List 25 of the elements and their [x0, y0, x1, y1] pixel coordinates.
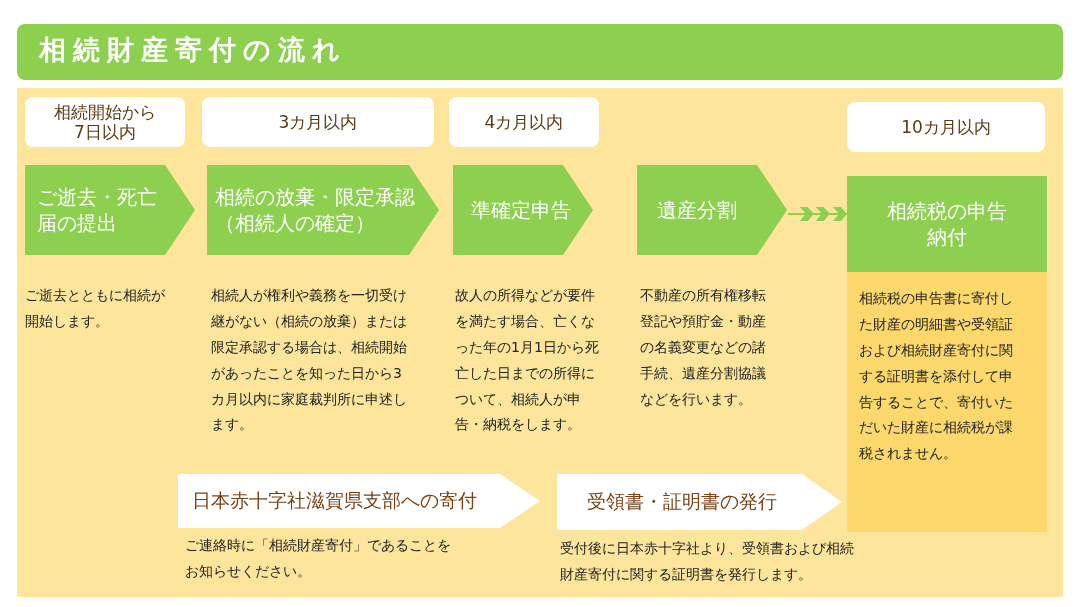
step-description: ご逝去とともに相続が開始します。	[25, 286, 166, 331]
step-title: ご逝去・死亡届の提出	[37, 184, 157, 236]
step-description: 相続人が権利や義務を一切受け継がない（相続の放棄）または限定承認する場合は、相続開始があったことを知った日から3カ月以内に家庭裁判所に申述します。	[211, 286, 408, 435]
step-title: 相続の放棄・限定承認（相続人の確定）	[215, 184, 415, 236]
step-description: 相続税の申告書に寄付した財産の明細書や受領証および相続財産寄付に関する証明書を添付して申告することで、寄付いただいた財産に相続税が課税されません。	[859, 289, 1014, 464]
step-box	[178, 474, 540, 528]
time-label: 3カ月以内	[202, 97, 434, 147]
step-box	[25, 165, 195, 255]
step-title: 日本赤十字社滋賀県支部への寄付	[192, 488, 477, 513]
step-description: 不動産の所有権移転登記や預貯金・動産の名義変更などの諸手続、遺産分割協議などを行います。	[640, 286, 767, 409]
step-box	[557, 474, 842, 530]
step-box	[453, 165, 593, 255]
step-description: ご連絡時に「相続財産寄付」であることをお知らせください。	[185, 536, 452, 581]
time-label: 4カ月以内	[449, 97, 599, 147]
step-description: 受付後に日本赤十字社より、受領書および相続財産寄付に関する証明書を発行します。	[560, 539, 855, 584]
step-title: 準確定申告	[471, 197, 571, 223]
step-box	[847, 176, 1047, 532]
title-banner: 相続財産寄付の流れ	[17, 24, 1063, 80]
time-label: 相続開始から7日以内	[25, 97, 185, 147]
step-title: 遺産分割	[657, 197, 737, 223]
time-label: 10カ月以内	[847, 102, 1045, 152]
step-title: 受領書・証明書の発行	[587, 489, 777, 514]
step-box	[207, 165, 439, 255]
step-title: 相続税の申告納付	[887, 198, 1007, 250]
step-description: 故人の所得などが要件を満たす場合、亡くなった年の1月1日から死亡した日までの所得について、相続人が申告・納税をします。	[455, 286, 600, 435]
